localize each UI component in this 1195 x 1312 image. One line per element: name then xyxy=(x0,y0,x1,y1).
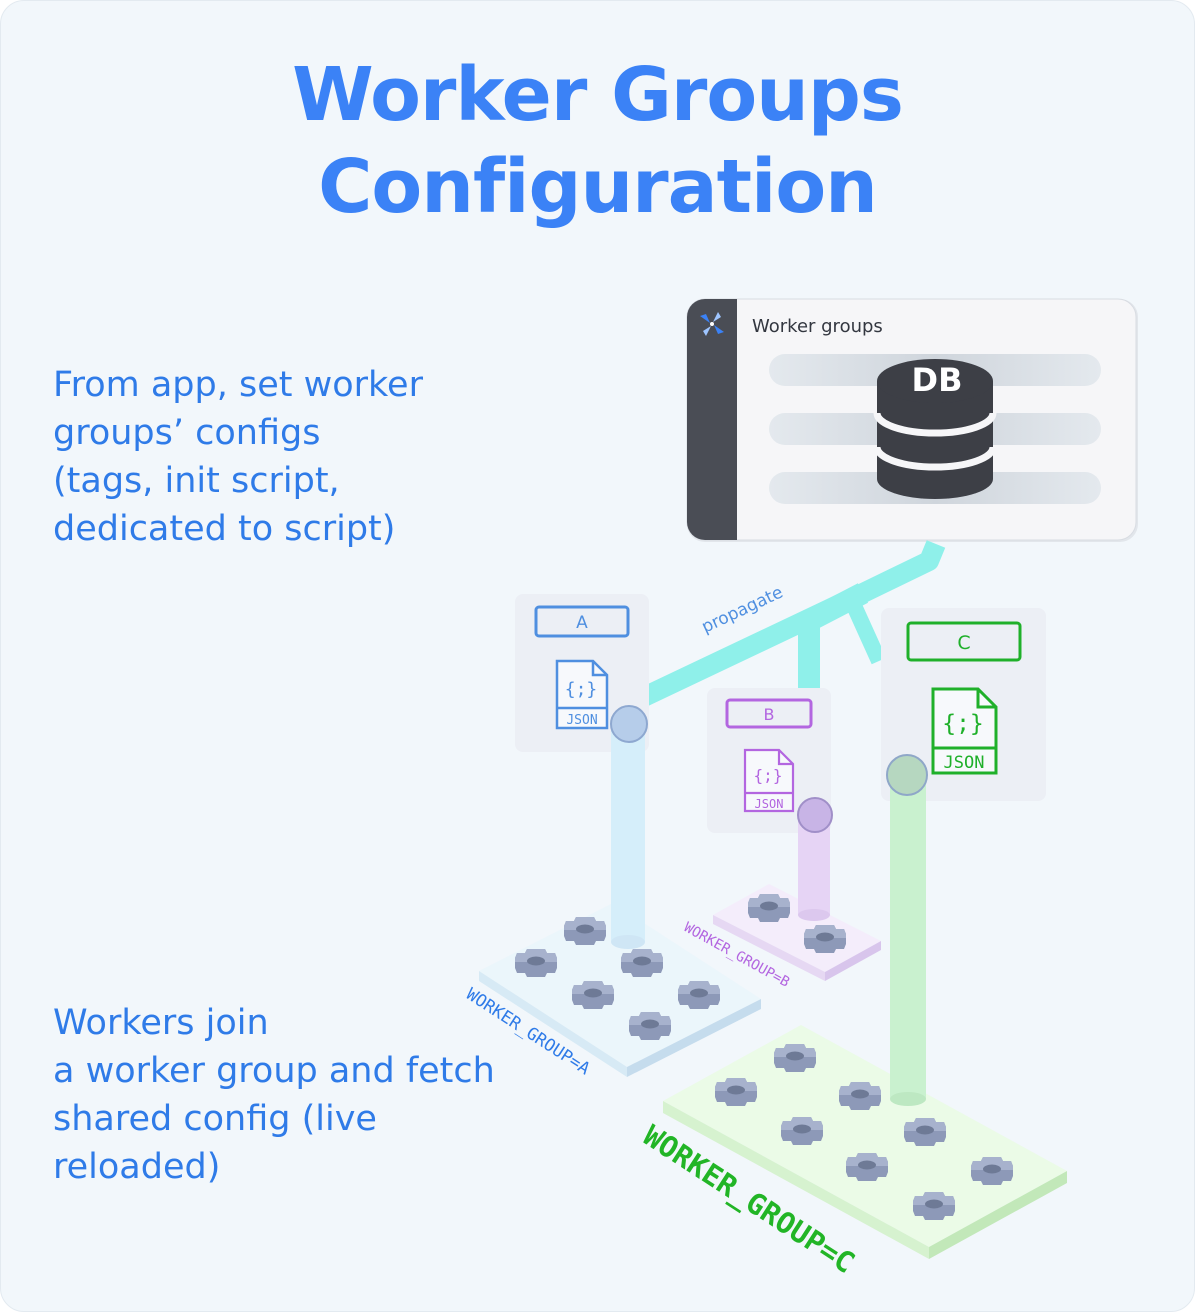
config-card-c: C {;} JSON xyxy=(881,608,1046,801)
tag-b-label: B xyxy=(764,705,775,724)
windmill-logo-icon xyxy=(700,312,724,336)
json-glyph: {;} xyxy=(565,679,598,700)
worker-gear-icon xyxy=(629,1012,671,1040)
tag-c-label: C xyxy=(957,632,970,654)
json-file-icon: {;} JSON xyxy=(931,687,998,775)
worker-gear-icon xyxy=(678,981,720,1009)
pipe-c xyxy=(886,754,928,1106)
description-line: reloaded) xyxy=(53,1147,221,1187)
worker-platform-a xyxy=(479,903,761,1077)
json-label: JSON xyxy=(755,797,784,811)
database-icon: DB xyxy=(873,359,997,499)
worker-gear-icon xyxy=(804,925,846,953)
app-window-title: Worker groups xyxy=(752,316,883,337)
description-line: From app, set worker xyxy=(53,365,423,405)
pipe-a xyxy=(610,705,648,949)
worker-gear-icon xyxy=(774,1044,816,1072)
description-line: (tags, init script, xyxy=(53,461,340,501)
tag-b-box xyxy=(725,698,813,729)
worker-platform-b xyxy=(713,884,881,981)
worker-gear-icon xyxy=(971,1157,1013,1185)
pipe-b xyxy=(797,797,833,921)
description-line: groups’ configs xyxy=(53,413,321,453)
worker-gear-icon xyxy=(839,1082,881,1110)
worker-gear-icon xyxy=(621,949,663,977)
description-app-config: From app, set worker groups’ configs (ta… xyxy=(53,361,423,553)
json-glyph: {;} xyxy=(942,711,984,737)
worker-gear-icon xyxy=(781,1117,823,1145)
app-sidebar xyxy=(687,299,737,540)
worker-gear-icon xyxy=(913,1192,955,1220)
worker-gear-icon xyxy=(846,1153,888,1181)
worker-gear-icon xyxy=(572,981,614,1009)
tag-c-box xyxy=(906,621,1022,662)
page-title: Worker Groups Configuration xyxy=(1,49,1194,233)
worker-platform-c xyxy=(663,1025,1067,1259)
app-window: Worker groups DB xyxy=(686,298,1138,542)
config-card-b: B {;} JSON xyxy=(707,688,831,833)
description-line: shared config (live xyxy=(53,1099,377,1139)
title-line-2: Configuration xyxy=(318,144,878,230)
description-workers-join: Workers join a worker group and fetch sh… xyxy=(53,999,495,1191)
tag-a-label: A xyxy=(576,613,588,633)
json-file-icon: {;} JSON xyxy=(555,659,609,730)
json-label: JSON xyxy=(944,753,985,773)
worker-gear-icon xyxy=(515,949,557,977)
db-label: DB xyxy=(912,361,963,399)
description-line: Workers join xyxy=(53,1003,269,1043)
json-label: JSON xyxy=(566,713,597,728)
worker-gear-icon xyxy=(564,917,606,945)
tag-a-box xyxy=(534,605,630,638)
json-file-icon: {;} JSON xyxy=(743,748,795,813)
title-line-1: Worker Groups xyxy=(292,52,904,138)
worker-gear-icon xyxy=(748,894,790,922)
worker-gear-icon xyxy=(715,1078,757,1106)
json-glyph: {;} xyxy=(754,766,783,785)
worker-gear-icon xyxy=(904,1118,946,1146)
description-line: dedicated to script) xyxy=(53,509,396,549)
description-line: a worker group and fetch xyxy=(53,1051,495,1091)
